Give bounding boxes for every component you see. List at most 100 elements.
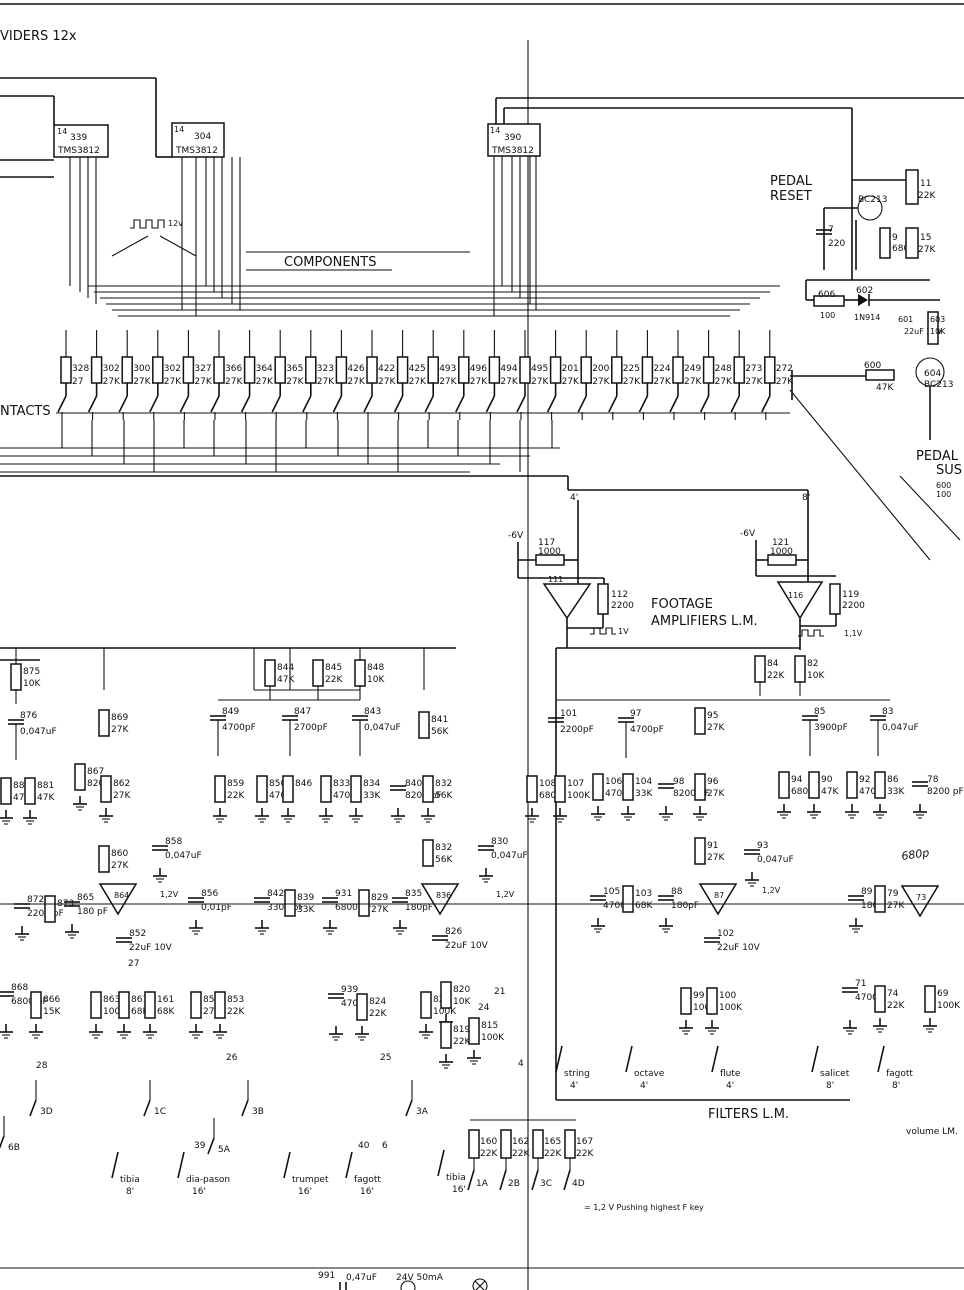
svg-text:22K: 22K — [887, 1001, 905, 1011]
svg-text:422: 422 — [378, 364, 395, 374]
svg-text:103: 103 — [635, 889, 652, 899]
svg-text:4700pF: 4700pF — [630, 725, 664, 735]
svg-text:10K: 10K — [367, 675, 385, 685]
svg-text:863: 863 — [103, 995, 120, 1005]
svg-text:47K: 47K — [821, 787, 839, 797]
svg-text:161: 161 — [157, 995, 174, 1005]
footer-parts: 991 0,47uF 24V 50mA — [318, 1271, 488, 1290]
svg-text:27K: 27K — [317, 377, 335, 387]
svg-text:6800: 6800 — [539, 791, 562, 801]
svg-text:73: 73 — [916, 893, 926, 902]
svg-text:4': 4' — [570, 1081, 578, 1091]
svg-text:1A: 1A — [476, 1179, 489, 1189]
svg-text:11: 11 — [920, 179, 931, 189]
svg-text:390: 390 — [504, 133, 521, 143]
capacitor-93 — [744, 849, 760, 855]
resistor-69 — [924, 985, 936, 1013]
svg-text:220: 220 — [828, 239, 845, 249]
volume-label: volume LM. — [906, 1127, 958, 1137]
svg-text:27K: 27K — [378, 377, 396, 387]
component-108 — [526, 775, 538, 803]
svg-text:836: 836 — [436, 891, 451, 900]
svg-text:365: 365 — [286, 364, 303, 374]
svg-text:22K: 22K — [767, 671, 785, 681]
svg-text:22K: 22K — [325, 675, 343, 685]
svg-text:fagott: fagott — [354, 1175, 381, 1185]
svg-text:27K: 27K — [439, 377, 457, 387]
component-92 — [846, 771, 858, 799]
svg-text:85: 85 — [814, 707, 825, 717]
resistor-861 — [118, 991, 130, 1019]
svg-text:68K: 68K — [157, 1007, 175, 1017]
svg-text:27: 27 — [128, 959, 139, 969]
svg-text:100K: 100K — [937, 1001, 961, 1011]
svg-text:15K: 15K — [43, 1007, 61, 1017]
svg-text:602: 602 — [856, 286, 873, 296]
svg-text:865: 865 — [77, 893, 94, 903]
svg-text:108: 108 — [539, 779, 556, 789]
svg-text:tibia: tibia — [120, 1175, 140, 1185]
footnote: = 1,2 V Pushing highest F key — [584, 1203, 704, 1212]
svg-text:87: 87 — [714, 891, 724, 900]
pedal-sus-heading-2: SUS — [936, 463, 962, 478]
svg-text:fagott: fagott — [886, 1069, 913, 1079]
svg-text:trumpet: trumpet — [292, 1175, 329, 1185]
svg-text:27: 27 — [72, 377, 83, 387]
svg-text:0,01pF: 0,01pF — [201, 903, 232, 913]
svg-text:octave: octave — [634, 1069, 665, 1079]
capacitor-931 — [322, 897, 338, 903]
svg-text:27K: 27K — [918, 245, 936, 255]
svg-text:69: 69 — [937, 989, 949, 999]
svg-text:TMS3812: TMS3812 — [491, 146, 534, 156]
opamp-87 — [698, 883, 738, 916]
clock-waveform: 12v — [111, 219, 197, 257]
svg-text:-6V: -6V — [740, 529, 756, 539]
svg-text:1000: 1000 — [538, 547, 561, 557]
svg-text:100K: 100K — [567, 791, 591, 801]
svg-text:100K: 100K — [719, 1003, 743, 1013]
svg-text:824: 824 — [369, 997, 386, 1007]
opamp-836 — [420, 883, 460, 916]
component-840 — [390, 785, 406, 791]
svg-text:601: 601 — [898, 315, 913, 324]
svg-text:1000: 1000 — [770, 547, 793, 557]
svg-text:6: 6 — [382, 1141, 388, 1151]
svg-text:167: 167 — [576, 1137, 593, 1147]
capacitor-105 — [590, 895, 606, 901]
svg-text:849: 849 — [222, 707, 239, 717]
svg-text:14: 14 — [490, 126, 500, 135]
resistor-82 — [794, 655, 806, 683]
svg-text:224: 224 — [653, 364, 670, 374]
svg-text:27K: 27K — [562, 377, 580, 387]
svg-text:14: 14 — [57, 127, 67, 136]
svg-text:829: 829 — [371, 893, 388, 903]
svg-text:8200 pF: 8200 pF — [673, 789, 710, 799]
svg-text:86: 86 — [887, 775, 899, 785]
resistor-100 — [706, 987, 718, 1015]
svg-text:852: 852 — [129, 929, 146, 939]
svg-text:56K: 56K — [435, 791, 453, 801]
component-862 — [100, 775, 112, 803]
component-859 — [214, 775, 226, 803]
svg-text:100: 100 — [820, 311, 835, 320]
svg-text:tibia: tibia — [446, 1173, 466, 1183]
svg-text:862: 862 — [113, 779, 130, 789]
resistor-853 — [214, 991, 226, 1019]
svg-text:272: 272 — [776, 364, 793, 374]
dividers-heading: VIDERS 12x — [0, 29, 77, 44]
svg-text:2200pF: 2200pF — [560, 725, 594, 735]
svg-text:-6V: -6V — [508, 531, 524, 541]
opamp-73 — [900, 885, 940, 918]
svg-text:931: 931 — [335, 889, 352, 899]
switch-6B: 6B — [0, 1116, 20, 1153]
svg-text:84: 84 — [767, 659, 779, 669]
capacitor-89 — [848, 895, 864, 901]
svg-text:27K: 27K — [164, 377, 182, 387]
svg-text:225: 225 — [623, 364, 640, 374]
svg-text:27K: 27K — [371, 905, 389, 915]
